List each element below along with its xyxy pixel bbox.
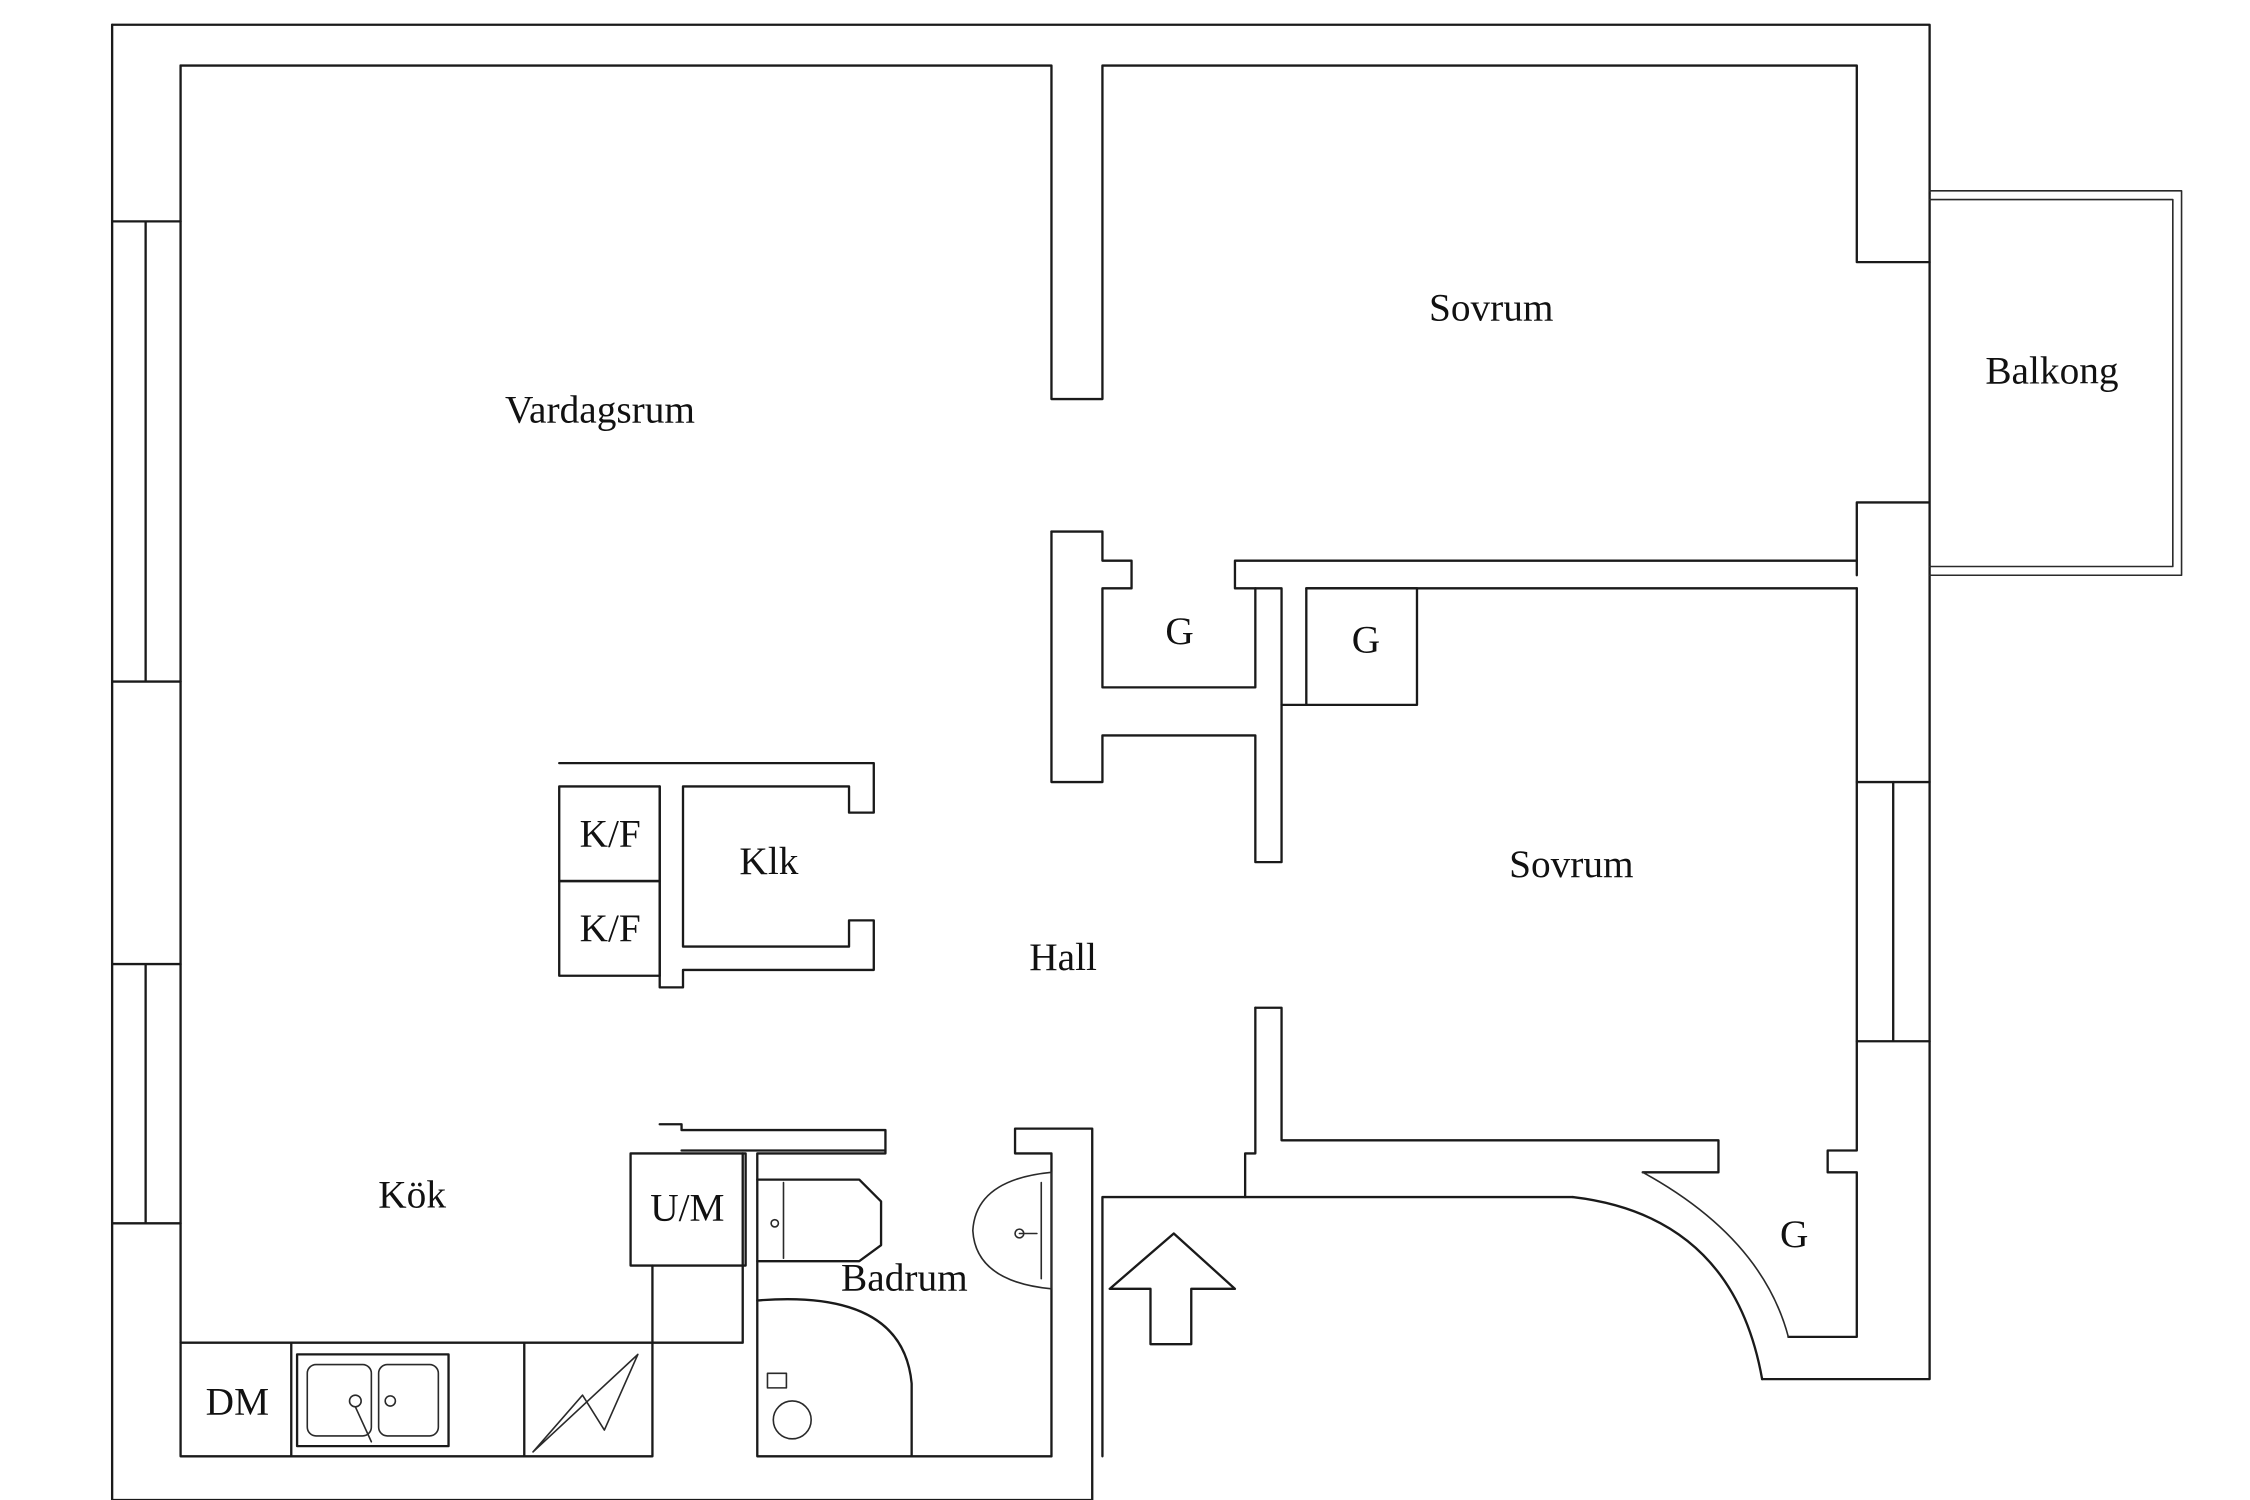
- room-label-sovrum-top: Sovrum: [1429, 286, 1554, 330]
- fixture-label-kf-top: K/F: [580, 811, 641, 855]
- balcony: [1928, 189, 2183, 577]
- room-label-kok: Kök: [378, 1173, 446, 1217]
- kitchen-counter: [179, 1123, 887, 1458]
- room-label-klk: Klk: [739, 839, 798, 883]
- room-label-badrum: Badrum: [841, 1256, 968, 1300]
- room-label-hall: Hall: [1029, 935, 1097, 979]
- entrance-arrow-icon: [1108, 1232, 1237, 1346]
- room-label-balkong: Balkong: [1985, 348, 2118, 392]
- fixture-label-dm: DM: [206, 1379, 269, 1423]
- fixture-label-um: U/M: [650, 1186, 724, 1230]
- fixture-label-garderob-1: G: [1165, 609, 1193, 653]
- room-label-sovrum-bottom: Sovrum: [1509, 842, 1634, 886]
- fixture-label-garderob-2: G: [1352, 618, 1380, 662]
- interior-walls: [1050, 530, 1858, 1458]
- fixture-label-kf-bottom: K/F: [580, 906, 641, 950]
- room-label-vardagsrum: Vardagsrum: [505, 388, 695, 432]
- bathroom: [756, 1149, 1053, 1458]
- fixture-label-garderob-3: G: [1780, 1212, 1808, 1256]
- closets: [1305, 587, 1419, 707]
- klk-block: [558, 761, 875, 989]
- outer-walls: [110, 23, 1931, 1500]
